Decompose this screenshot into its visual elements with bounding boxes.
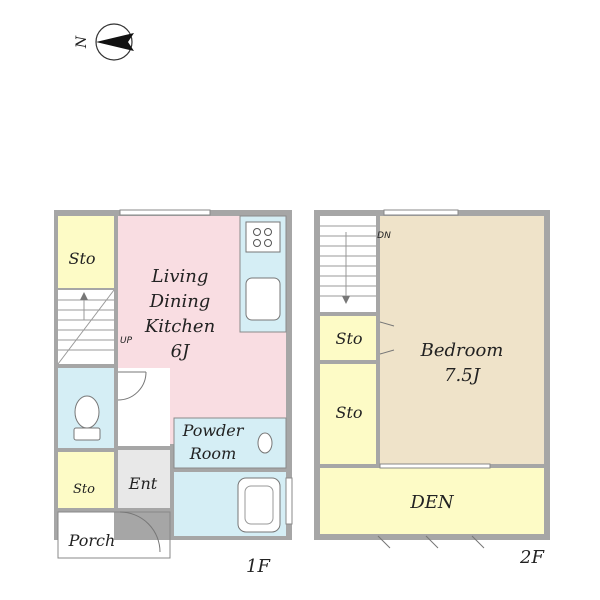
- living-label-2: Dining: [149, 291, 211, 312]
- compass-needle-icon: [96, 33, 134, 51]
- bedroom-label-1: Bedroom: [420, 340, 504, 361]
- room-porch: [58, 512, 114, 558]
- living-label-3: Kitchen: [144, 316, 215, 337]
- sto-top-label: Sto: [68, 249, 95, 268]
- bedroom-label-2: 7.5J: [444, 365, 482, 386]
- toilet-icon: [73, 395, 101, 441]
- ent-label: Ent: [128, 474, 158, 493]
- living-label-4: 6J: [171, 341, 191, 362]
- stove-icon: [245, 221, 281, 253]
- sto-upper-label: Sto: [335, 329, 362, 348]
- stair-up-label: UP: [120, 336, 133, 346]
- stair-down-arrow-icon: [342, 296, 350, 304]
- powder-label-1: Powder: [182, 421, 245, 440]
- room-sto-top: [58, 216, 114, 288]
- room-den: [320, 468, 544, 534]
- door-swing-icon: [117, 371, 147, 401]
- floor2-label: 2F: [519, 547, 545, 568]
- bathtub-icon: [237, 477, 281, 533]
- powder-label-2: Room: [189, 444, 236, 463]
- room-bedroom: [380, 216, 544, 464]
- room-entrance: [118, 450, 170, 508]
- stair-up-arrow-icon: [80, 292, 88, 300]
- washbasin-icon: [257, 432, 273, 454]
- floor1-label: 1F: [246, 556, 271, 577]
- living-label-1: Living: [151, 266, 209, 287]
- sto-lower-label: Sto: [335, 403, 362, 422]
- room-sto-upper: [320, 316, 376, 360]
- kitchen-sink-icon: [245, 277, 281, 321]
- room-hall: [118, 368, 170, 446]
- floor-1: Sto Living Dining Kitchen 6J UP Powder R…: [54, 209, 293, 577]
- entrance-door-icon: [119, 511, 161, 553]
- porch-outline: [57, 511, 171, 559]
- sto-small-label: Sto: [73, 482, 95, 497]
- room-sto-lower: [320, 364, 376, 464]
- compass-north-label: N: [74, 35, 90, 49]
- compass: N: [74, 23, 134, 61]
- floor-2: DN Bedroom 7.5J Sto Sto DEN 2F: [314, 209, 550, 568]
- room-sto-small: [58, 452, 114, 508]
- den-label: DEN: [409, 492, 455, 513]
- stair-down-label: DN: [377, 231, 391, 241]
- porch-label: Porch: [68, 531, 116, 550]
